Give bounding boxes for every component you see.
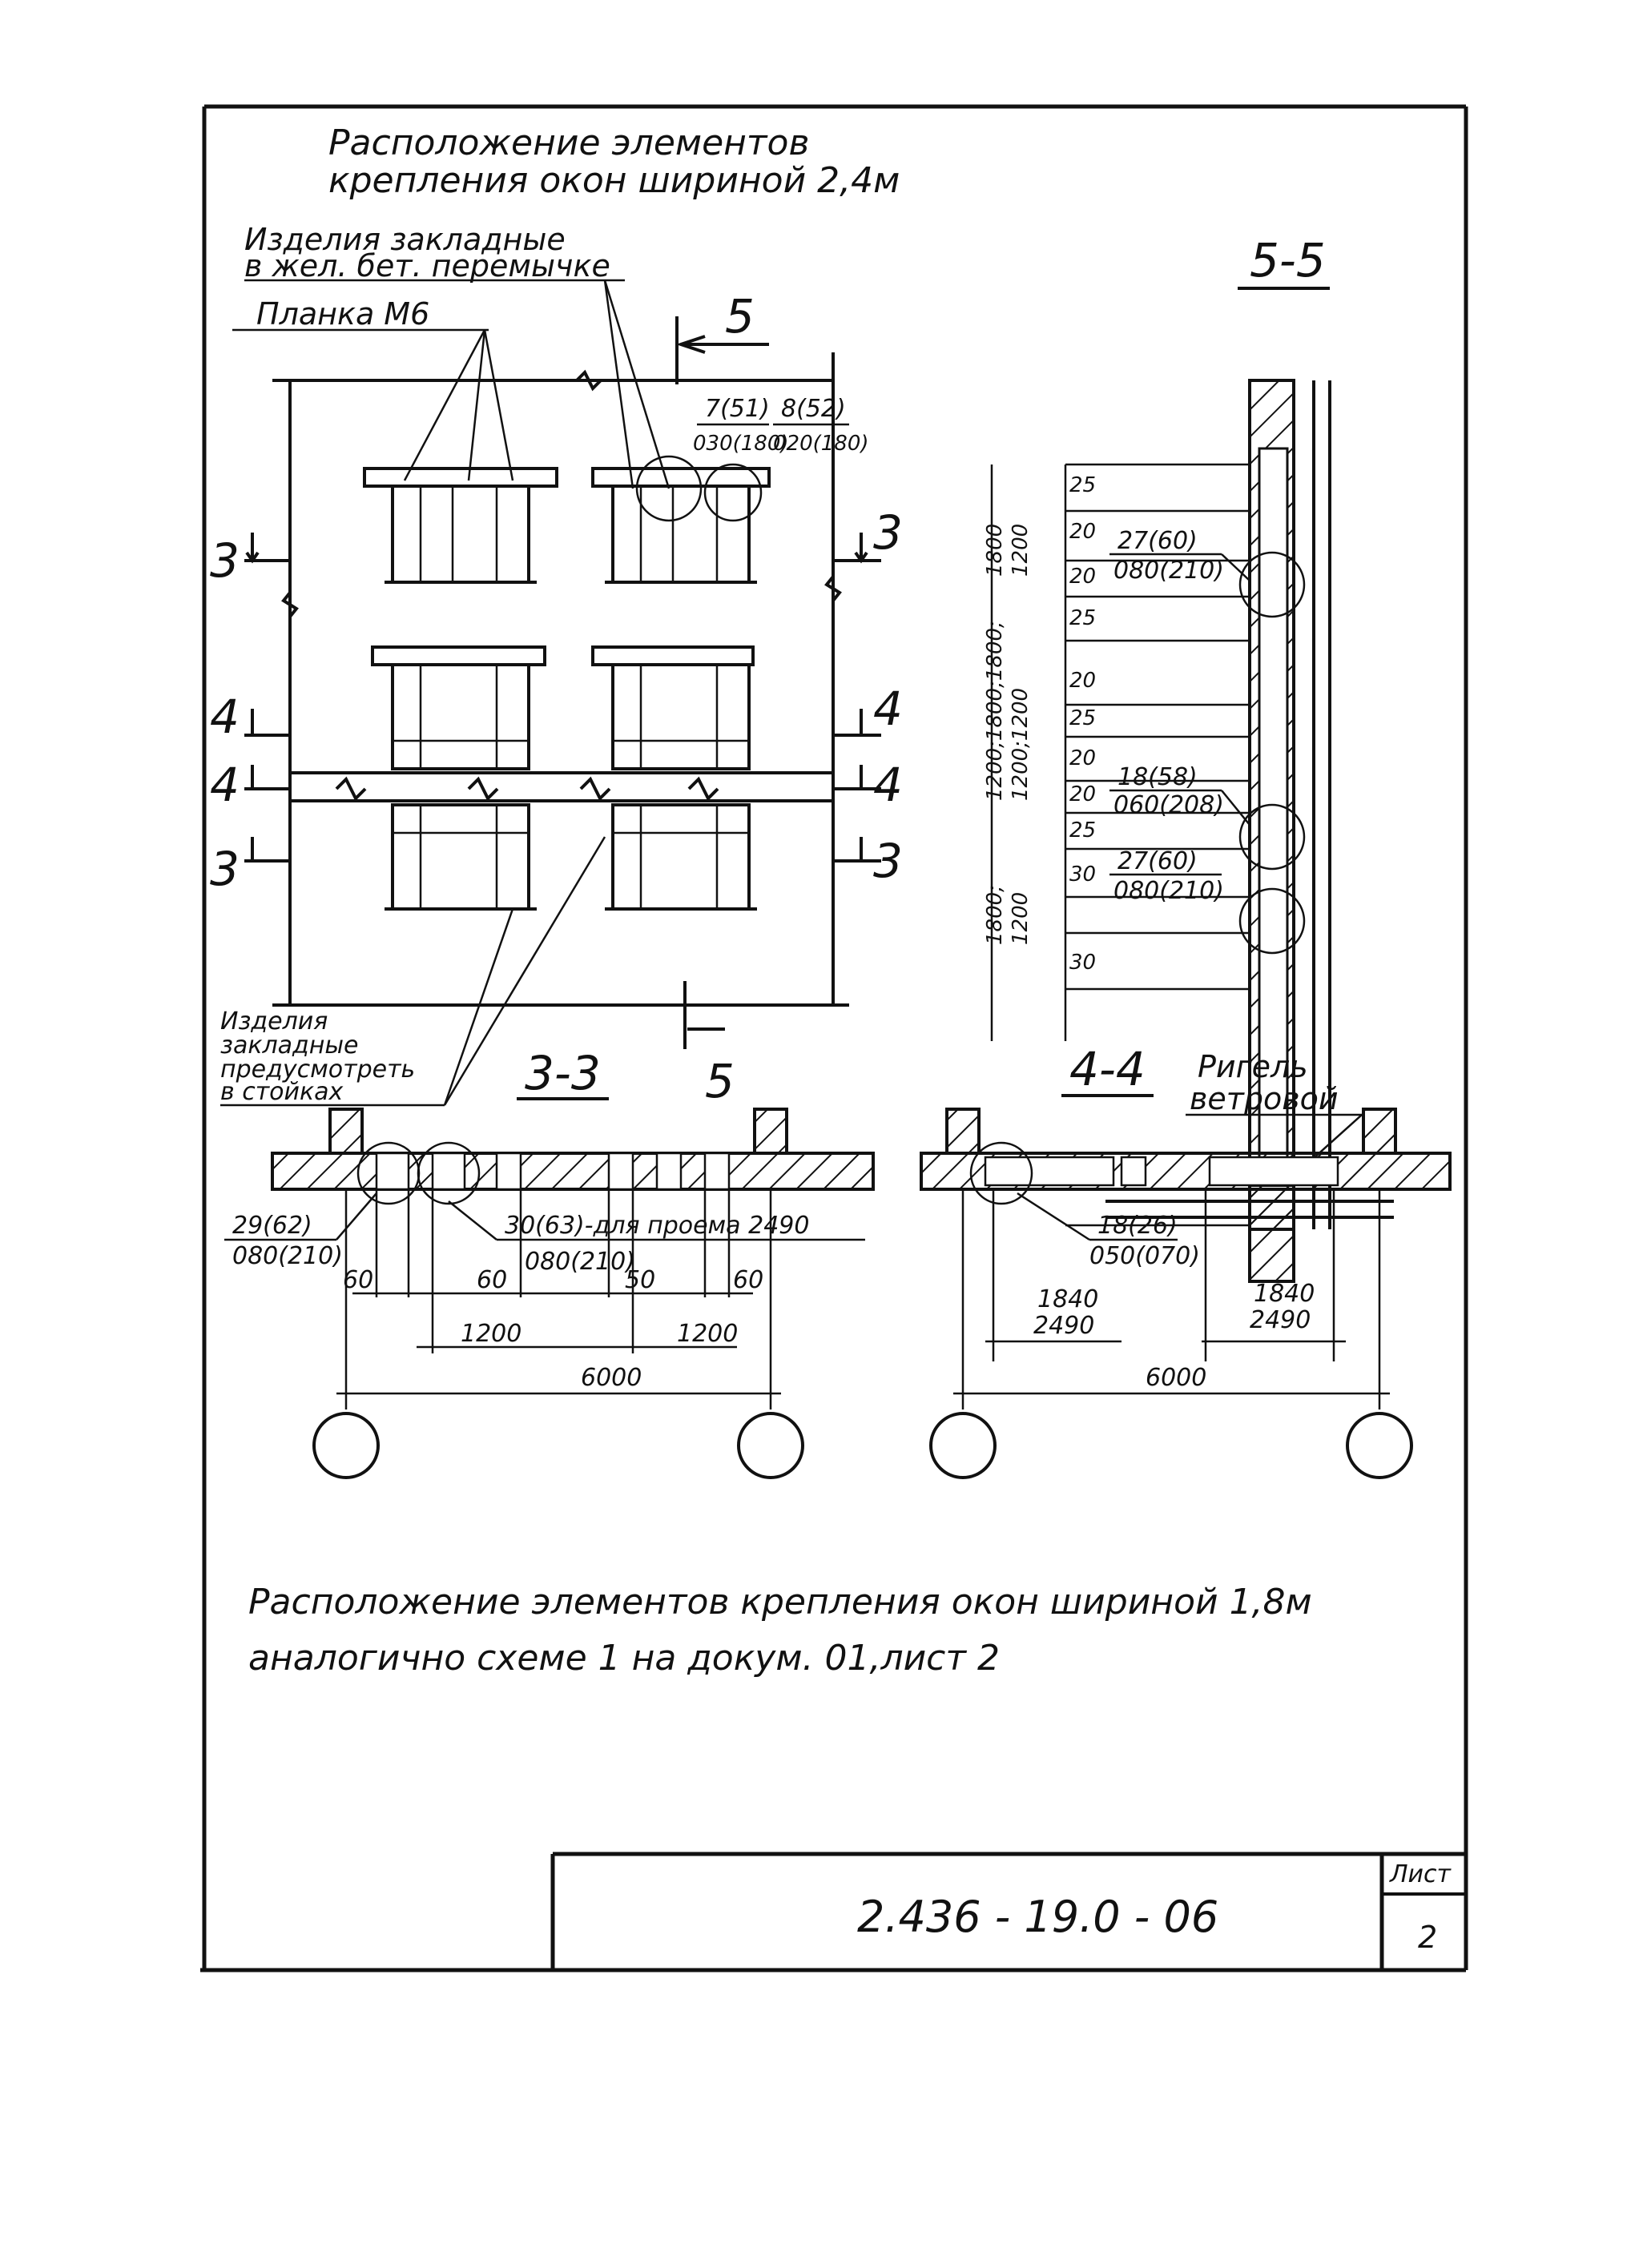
v-dim-20d: 20 [1069, 746, 1096, 770]
mark-27b: 27(60) [1117, 847, 1198, 875]
v-dim-25b: 25 [1069, 606, 1096, 630]
cut-5-top: 5 [725, 289, 755, 344]
mark-27a-b: 080(210) [1113, 557, 1224, 585]
title-line-2: крепления окон шириной 2,4м [328, 160, 900, 201]
mark-7-b: 030(180) [693, 432, 789, 456]
title-block: 2.436 - 19.0 - 06 Лист 2 [550, 1852, 1466, 1970]
detail-circle-8 [703, 463, 763, 522]
cut-3-left-bottom: 3 [210, 842, 240, 896]
v-height-low-2: 1200 [1009, 892, 1033, 945]
detail-circle-7 [635, 455, 703, 522]
crossbar-label-1: Ригель [1198, 1049, 1308, 1084]
mark-27b-b: 080(210) [1113, 877, 1224, 905]
section-4-4-title: 4-4 [1069, 1042, 1146, 1096]
dim-1840b: 1840 [1254, 1280, 1315, 1308]
mark-18b: 18(26) [1097, 1212, 1178, 1240]
embedded-bottom-label-3: предусмотреть [220, 1056, 415, 1084]
axis-bubble-1 [312, 1412, 380, 1479]
section-5-5-title: 5-5 [1250, 233, 1326, 288]
title-line-1: Расположение элементов [328, 123, 809, 163]
v-dim-20e: 20 [1069, 782, 1096, 806]
dim-1200a: 1200 [461, 1320, 521, 1348]
cut-4-left-top: 4 [210, 690, 240, 744]
embedded-bottom-label-4: в стойках [220, 1078, 344, 1106]
facade-plan: Изделия закладные в жел. бет. перемычке … [210, 222, 903, 1108]
mark-7: 7(51) [705, 395, 770, 423]
v-height-mid-2: 1200;1200 [1009, 688, 1033, 801]
v-dim-25a: 25 [1069, 473, 1096, 497]
dim-60c: 60 [733, 1266, 763, 1294]
dim-6000b: 6000 [1146, 1364, 1206, 1392]
dim-2490a: 2490 [1033, 1312, 1094, 1340]
cut-5-bottom: 5 [705, 1054, 735, 1108]
crossbar-label-2: ветровой [1190, 1081, 1339, 1116]
v-dim-25c: 25 [1069, 706, 1096, 730]
section-4-4: 4-4 Ригель ветровой 18(26) 050(070) [920, 1042, 1452, 1479]
v-height-low-1: 1800; [983, 885, 1007, 945]
v-height-mid-1: 1200;1800;1800; [983, 621, 1007, 801]
embedded-bottom-label-2: закладные [220, 1031, 359, 1060]
v-height-1200: 1200 [1009, 524, 1033, 577]
dim-1200b: 1200 [677, 1320, 738, 1348]
dim-6000a: 6000 [581, 1364, 642, 1392]
section-5-5: 5-5 [983, 233, 1394, 1283]
dim-60b: 60 [477, 1266, 507, 1294]
plank-label: Планка М6 [256, 296, 429, 332]
dim-50: 50 [625, 1266, 655, 1294]
axis-bubble-2 [737, 1412, 804, 1479]
mark-18a-b: 060(208) [1113, 791, 1224, 819]
mark-29-b: 080(210) [232, 1242, 343, 1270]
dim-2490b: 2490 [1250, 1306, 1311, 1334]
dim-1840a: 1840 [1037, 1285, 1098, 1313]
mark-30-b: 080(210) [525, 1248, 635, 1276]
v-dim-30b: 30 [1069, 951, 1096, 975]
cut-4-right-bottom: 4 [873, 758, 903, 812]
cut-3-right-bottom: 3 [873, 834, 903, 888]
v-dim-25d: 25 [1069, 818, 1096, 842]
axis-bubble-4 [1346, 1412, 1413, 1479]
note-line-2: аналогично схеме 1 на докум. 01,лист 2 [248, 1638, 1000, 1679]
dim-60a: 60 [343, 1266, 373, 1294]
mark-18b-b: 050(070) [1089, 1242, 1200, 1270]
for-opening-label: 30(63)-для проема 2490 [505, 1212, 809, 1240]
embedded-top-label-2: в жел. бет. перемычке [244, 248, 610, 284]
cut-3-left-top: 3 [210, 533, 240, 588]
embedded-bottom-label-1: Изделия [220, 1007, 328, 1035]
sheet-frame [200, 104, 1468, 1972]
mark-27a: 27(60) [1117, 527, 1198, 555]
embedded-top-label-1: Изделия закладные [244, 222, 566, 257]
v-height-1800: 1800 [983, 524, 1007, 577]
document-code: 2.436 - 19.0 - 06 [857, 1892, 1218, 1942]
mark-29: 29(62) [232, 1212, 312, 1240]
mark-18a: 18(58) [1117, 763, 1198, 791]
v-dim-30a: 30 [1069, 863, 1096, 887]
sheet-number: 2 [1418, 1920, 1437, 1955]
note-line-1: Расположение элементов крепления окон ши… [248, 1582, 1312, 1623]
mark-8-b: 020(180) [773, 432, 869, 456]
v-dim-20c: 20 [1069, 669, 1096, 693]
v-dim-20b: 20 [1069, 565, 1096, 589]
cut-3-right-top: 3 [873, 505, 903, 560]
cut-4-left-bottom: 4 [210, 758, 240, 812]
sheet-label: Лист [1389, 1860, 1452, 1888]
section-3-3: 3-3 29(62) 080(210) 30(63)-для проема 24… [224, 1046, 875, 1479]
cut-4-right-top: 4 [873, 682, 903, 736]
mark-8: 8(52) [781, 395, 846, 423]
section-3-3-title: 3-3 [525, 1046, 601, 1100]
v-dim-20a: 20 [1069, 520, 1096, 544]
axis-bubble-3 [929, 1412, 997, 1479]
